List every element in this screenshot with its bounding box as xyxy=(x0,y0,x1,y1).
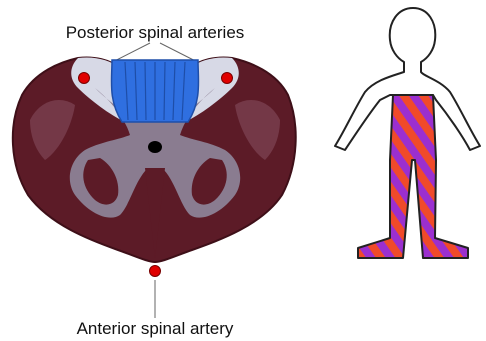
posterior-arteries-label: Posterior spinal arteries xyxy=(66,23,245,42)
anterior-artery-label: Anterior spinal artery xyxy=(77,319,234,338)
human-body-outline xyxy=(335,8,480,265)
anterior-artery-dot xyxy=(150,266,161,277)
central-canal xyxy=(148,141,162,153)
right-posterior-artery-dot xyxy=(222,73,233,84)
spinal-cord-cross-section xyxy=(13,57,296,262)
left-posterior-artery-dot xyxy=(79,73,90,84)
